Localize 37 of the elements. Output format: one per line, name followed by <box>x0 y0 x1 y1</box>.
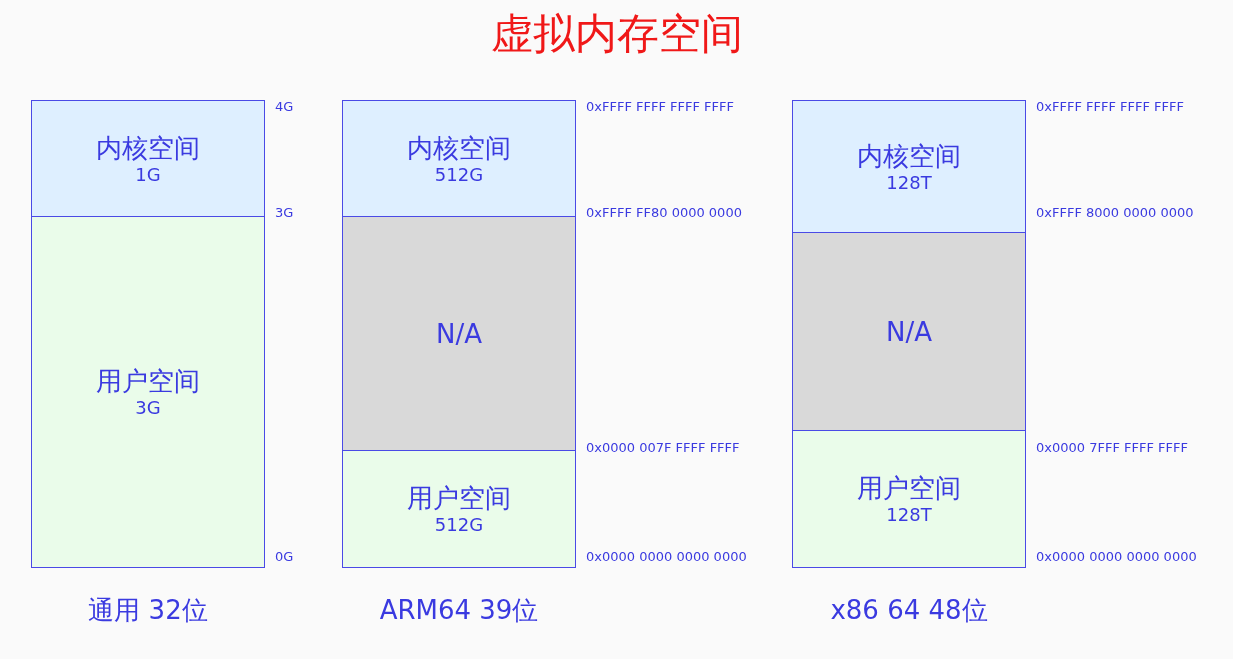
block-size: 3G <box>135 397 161 419</box>
address-label: 0x0000 0000 0000 0000 <box>1036 549 1197 565</box>
block-label: N/A <box>436 317 482 350</box>
block-size: 128T <box>886 171 932 194</box>
address-label: 0xFFFF FF80 0000 0000 <box>586 205 742 221</box>
block-size: 512G <box>434 163 484 186</box>
block-label: 内核空间 <box>407 131 511 164</box>
address-label: 0G <box>275 549 294 565</box>
kernel-space-block <box>342 100 576 217</box>
column-caption: ARM64 39位 <box>379 594 539 626</box>
address-label: 0xFFFF 8000 0000 0000 <box>1036 205 1194 221</box>
block-label: 内核空间 <box>857 139 961 172</box>
block-label: 用户空间 <box>96 365 200 397</box>
address-label: 0xFFFF FFFF FFFF FFFF <box>586 99 734 115</box>
block-label: N/A <box>886 315 932 348</box>
unused-block <box>342 216 576 451</box>
block-size: 512G <box>434 514 484 536</box>
block-label: 内核空间 <box>96 131 200 164</box>
column-caption: 通用 32位 <box>88 594 208 626</box>
title: 虚拟内存空间 <box>490 9 743 58</box>
user-space-block <box>792 430 1026 568</box>
address-label: 0x0000 0000 0000 0000 <box>586 549 747 565</box>
user-space-block <box>31 216 265 568</box>
block-label: 用户空间 <box>407 482 511 514</box>
kernel-space-block <box>792 100 1026 233</box>
address-label: 4G <box>275 99 294 115</box>
address-label: 0xFFFF FFFF FFFF FFFF <box>1036 99 1184 115</box>
address-label: 3G <box>275 205 294 221</box>
address-label: 0x0000 007F FFFF FFFF <box>586 440 740 456</box>
address-label: 0x0000 7FFF FFFF FFFF <box>1036 440 1188 456</box>
block-label: 用户空间 <box>857 472 961 504</box>
block-size: 128T <box>886 504 932 526</box>
unused-block <box>792 232 1026 431</box>
column-caption: x86 64 48位 <box>830 594 988 626</box>
kernel-space-block <box>31 100 265 217</box>
block-size: 1G <box>135 163 161 186</box>
user-space-block <box>342 450 576 568</box>
